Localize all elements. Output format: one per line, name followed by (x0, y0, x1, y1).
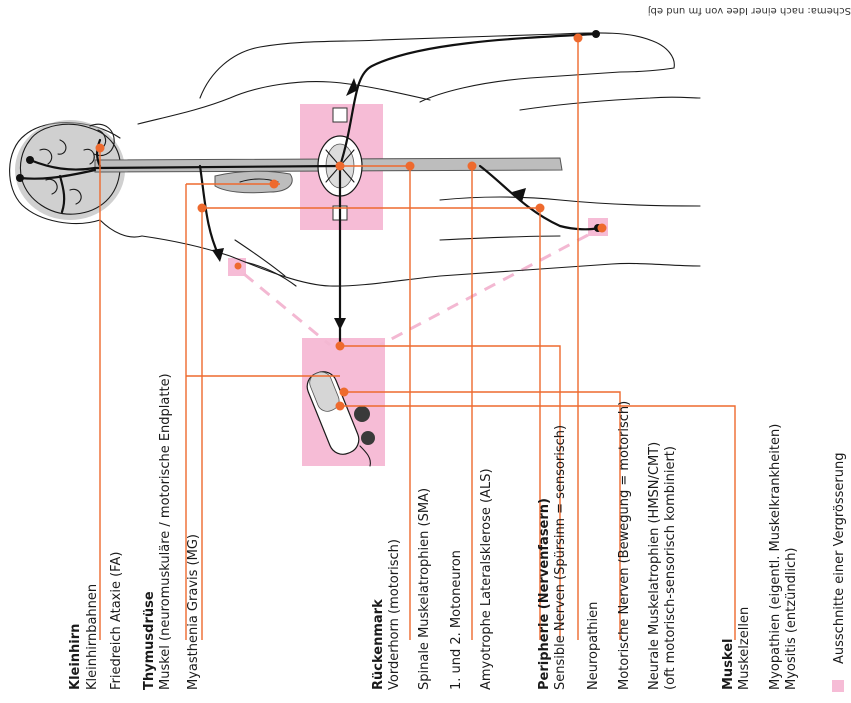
rueckenmark-line-2: Spinale Muskelatrophien (SMA) (417, 488, 432, 690)
spinal-node-2 (405, 161, 415, 171)
arrow-down-icon (334, 318, 346, 330)
label-peripherie: Peripherie (Nervenfasern) Sensible Nerve… (537, 401, 678, 690)
arrow-muscle-icon (212, 248, 224, 262)
leg-nerve-node (535, 203, 545, 213)
muscle-node (597, 223, 607, 233)
upper-muscle-node (234, 262, 242, 270)
thymus-line-1: Muskel (neuromuskuläre / motorische Endp… (158, 373, 173, 690)
rueckenmark-line-1: Vorderhorn (motorisch) (387, 539, 402, 690)
thymus-node (269, 179, 279, 189)
kleinhirn-line-2: Friedreich Ataxie (FA) (109, 552, 124, 690)
spinal-node-3 (467, 161, 477, 171)
kleinhirn-title: Kleinhirn (68, 624, 83, 690)
label-muskel: Muskel Muskelzellen Myopathien (eigentl.… (721, 424, 799, 690)
legend-swatch (832, 680, 844, 692)
muscle-endplate-node (197, 203, 207, 213)
label-rueckenmark: Rückenmark Vorderhorn (motorisch) Spinal… (371, 468, 494, 690)
spinal-node (335, 161, 345, 171)
arrow-up-icon (346, 78, 358, 96)
fiber-node-2 (339, 387, 349, 397)
thymus-title: Thymusdrüse (142, 591, 157, 690)
fiber-node-3 (335, 401, 345, 411)
body-silhouette (9, 32, 701, 287)
magnification-connector-left (243, 272, 331, 347)
magnification-connector-right (379, 233, 589, 347)
label-thymus: Thymusdrüse Muskel (neuromuskuläre / mot… (142, 373, 201, 690)
legend-text: Ausschnitte einer Vergrösserung (832, 453, 847, 664)
peripherie-line-1: Sensible Nerven (Spürsinn = sensorisch) (553, 425, 568, 690)
legend: Ausschnitte einer Vergrösserung (832, 453, 847, 692)
peripherie-line-5: (oft motorisch-sensorisch kombiniert) (663, 446, 678, 690)
peripherie-line-3: Motorische Nerven (Bewegung = motorisch) (617, 401, 632, 690)
peripherie-line-4: Neurale Muskelatrophien (HMSN/CMT) (647, 442, 662, 690)
nerve-pathways (18, 32, 600, 350)
fiber-node-1 (335, 341, 345, 351)
kleinhirn-line-1: Kleinhirnbahnen (85, 584, 100, 690)
rueckenmark-title: Rückenmark (371, 599, 386, 690)
muskel-line-1: Muskelzellen (737, 607, 752, 690)
hand-endpoint-dot (592, 30, 600, 38)
thymus-line-2: Myasthenia Gravis (MG) (186, 534, 201, 690)
diagram-credit: Schema: nach einer Idee von fm und ebj (648, 5, 851, 16)
cerebellum-node (95, 143, 105, 153)
thymus-gland (214, 170, 293, 194)
arrow-leg-icon (512, 188, 526, 202)
rueckenmark-line-4: Amyotrophe Lateralsklerose (ALS) (479, 468, 494, 690)
rueckenmark-line-3: 1. und 2. Motoneuron (449, 550, 464, 690)
muskel-line-2: Myopathien (eigentl. Muskelkrankheiten) (768, 424, 783, 690)
peripherie-line-2: Neuropathien (586, 602, 601, 690)
muskel-title: Muskel (721, 639, 736, 691)
peripherie-title: Peripherie (Nervenfasern) (537, 498, 552, 690)
brain-endpoint-dot (26, 156, 34, 164)
muskel-line-3: Myositis (entzündlich) (784, 547, 799, 690)
hand-nerve-node (573, 33, 583, 43)
label-kleinhirn: Kleinhirn Kleinhirnbahnen Friedreich Ata… (68, 552, 124, 690)
nerve-fiber-magnified (306, 371, 375, 467)
brain-endpoint-dot-2 (16, 174, 24, 182)
